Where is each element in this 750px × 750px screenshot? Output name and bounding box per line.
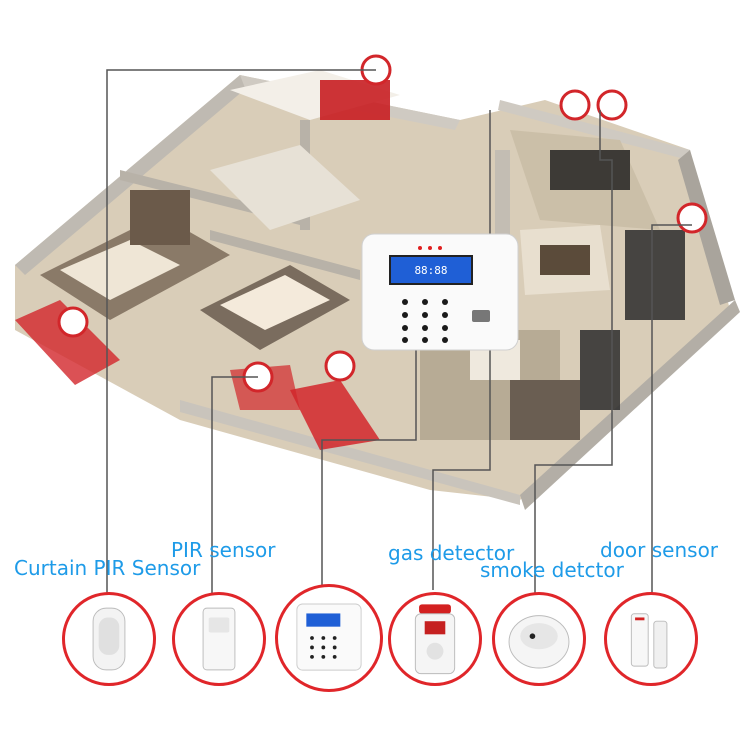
gas-detector-product: [388, 592, 482, 686]
smoke-detector-label: smoke detctor: [480, 558, 624, 582]
alarm-panel-product: [275, 584, 383, 692]
gas-detector-label: gas detector: [388, 541, 515, 565]
curtain-pir-sensor-label: Curtain PIR Sensor: [14, 556, 201, 580]
door-sensor-product: [604, 592, 698, 686]
door-sensor-icon: [630, 613, 668, 669]
panel-display-text: 88:88: [414, 264, 447, 277]
curtain-pir-icon: [92, 607, 126, 671]
alarm-panel-icon: [296, 603, 362, 671]
pir-icon: [202, 607, 236, 671]
gas-detector-icon: [414, 604, 456, 675]
smoke-detector-icon: [508, 615, 570, 669]
door-sensor-label: door sensor: [600, 538, 719, 562]
alarm-control-panel: 88:88: [361, 233, 519, 351]
smoke-detector-product: [492, 592, 586, 686]
curtain-pir-sensor-product: [62, 592, 156, 686]
pir-sensor-label: PIR sensor: [171, 538, 276, 562]
pir-sensor-product: [172, 592, 266, 686]
